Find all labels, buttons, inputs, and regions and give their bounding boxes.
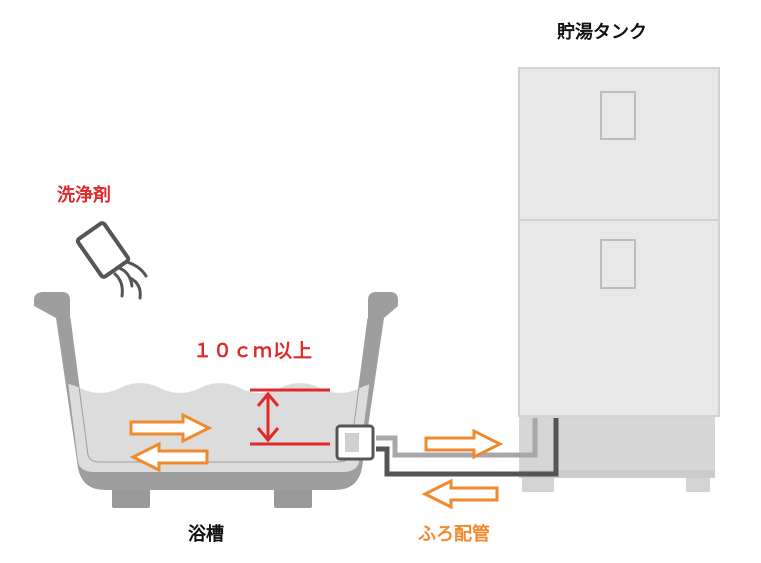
tank-base (519, 416, 715, 478)
tank-panel-lower (600, 239, 636, 289)
water-depth-marker (250, 388, 330, 446)
bath-pipe-label: ふろ配管 (418, 524, 490, 545)
bathtub-adapter-core (345, 433, 359, 452)
hot-water-tank (518, 67, 720, 492)
flow-arrow-icon (421, 478, 499, 510)
flow-arrow-icon (129, 412, 213, 444)
bath-piping (335, 418, 559, 477)
flow-arrow-icon (129, 441, 209, 473)
pipe-outer (376, 418, 559, 477)
bathtub (34, 292, 398, 508)
tank-panel-upper (600, 91, 636, 140)
flow-arrow-icon (424, 428, 504, 460)
up-down-arrow-icon (256, 391, 280, 443)
detergent-label: 洗浄剤 (57, 185, 111, 206)
pipe-inner (376, 418, 538, 458)
tank-label: 貯湯タンク (557, 22, 647, 43)
tank-body-upper (518, 67, 720, 221)
flow-arrows (129, 412, 504, 510)
bathtub-label: 浴槽 (188, 524, 224, 545)
bath-water (60, 383, 378, 472)
tank-base-shadow (519, 470, 715, 478)
water-depth-label: １０ｃｍ以上 (193, 340, 314, 362)
tank-body-lower (518, 219, 720, 417)
detergent-bottle-icon (75, 221, 148, 300)
